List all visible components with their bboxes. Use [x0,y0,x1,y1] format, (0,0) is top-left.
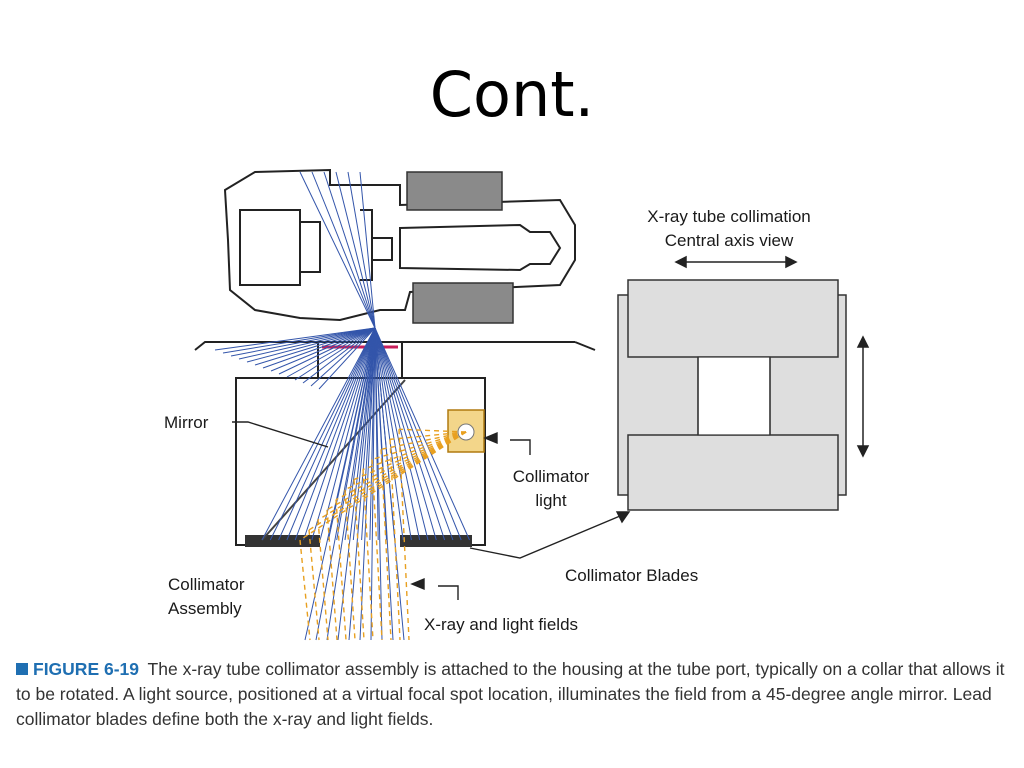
slide-title: Cont. [429,58,595,131]
light-ray [335,499,347,641]
xray-ray [286,327,376,378]
xray-ray [278,327,376,375]
xray-ray [374,327,437,541]
xray-ray [326,327,376,641]
xray-ray [359,171,376,329]
xray-ray [370,327,376,641]
light-ray [317,519,329,641]
light-ray [299,539,311,641]
tube-housing [223,168,576,322]
collimator-assembly-label-line1: Collimator [168,575,245,594]
tube-view-title-line1: X-ray tube collimation [647,207,810,226]
xray-ray [269,327,376,541]
tube-view-title-line2: Central axis view [665,231,794,250]
light-ray [389,431,467,440]
light-ray [326,509,338,641]
figure-caption: FIGURE 6-19 The x-ray tube collimator as… [16,657,1016,732]
xray-ray [311,327,376,541]
xray-ray [214,327,376,351]
xray-ray [294,327,376,381]
light-ray [362,431,467,471]
light-ray [389,439,401,641]
blade-bottom-view [627,434,839,511]
light-ray [317,431,467,521]
open-field [697,356,771,436]
blade-top-view [627,279,839,358]
xray-ray [315,327,376,641]
light-ray [371,431,467,461]
xray-ray [374,327,404,541]
xray-ray [374,327,446,541]
xray-ray [254,327,376,366]
xray-ray [335,171,376,329]
xray-ray [286,327,376,541]
xray-ray [374,327,394,641]
collimator-assembly-label-line2: Assembly [168,599,242,618]
light-ray [344,431,467,491]
xray-ray [222,327,376,354]
vertical-double-arrow-icon [856,335,870,458]
xray-ray [302,327,376,384]
xray-ray [374,327,412,541]
xray-ray [374,327,470,541]
xray-ray [230,327,376,357]
collimator-blades-label: Collimator Blades [565,566,698,585]
xray-ray [374,327,429,541]
xray-ray [318,327,376,390]
xray-ray [374,327,454,541]
light-ray [398,429,410,641]
blade-left [245,535,320,547]
xray-ray [262,327,376,369]
light-ray [371,459,383,641]
xray-ray [304,327,376,641]
light-ray [353,431,467,481]
xray-ray [348,327,376,641]
light-ray [362,469,374,641]
collimator-diagram: X-ray tube collimation Central axis view… [164,168,870,641]
xray-ray [319,327,376,541]
xray-ray [374,327,405,641]
light-ray [344,489,356,641]
light-beams [299,428,467,641]
caption-text: The x-ray tube collimator assembly is at… [16,659,1005,729]
xray-ray [352,327,376,541]
collimator-light-label-line2: light [535,491,566,510]
mirror-label: Mirror [164,413,209,432]
light-ray [308,529,320,641]
xray-beams [214,171,470,641]
fields-label: X-ray and light fields [424,615,578,634]
xray-ray [278,327,376,541]
xray-ray [303,327,376,541]
xray-ray [299,171,376,329]
blade-right [400,535,472,547]
xray-ray [294,327,376,541]
horizontal-double-arrow-icon [674,255,798,269]
light-ray [380,449,392,641]
anode-shield-top [406,171,503,211]
xray-ray [270,327,376,372]
collimator-light-label-line1: Collimator [513,467,590,486]
light-ray [380,431,467,451]
light-ray [398,428,467,433]
xray-ray [347,171,376,329]
xray-ray [311,171,376,329]
xray-ray [374,327,462,541]
xray-ray [323,171,376,329]
xray-ray [261,327,376,541]
xray-ray [310,327,376,387]
figure-marker-icon [16,663,28,675]
label-pointers [232,421,631,600]
xray-ray [374,327,421,541]
xray-ray [246,327,376,363]
xray-ray [361,327,376,541]
anode-shield-bottom [412,282,514,324]
xray-ray [238,327,376,360]
mirror-surface [261,379,406,541]
central-axis-view [617,279,847,511]
figure-label: FIGURE 6-19 [33,659,139,679]
